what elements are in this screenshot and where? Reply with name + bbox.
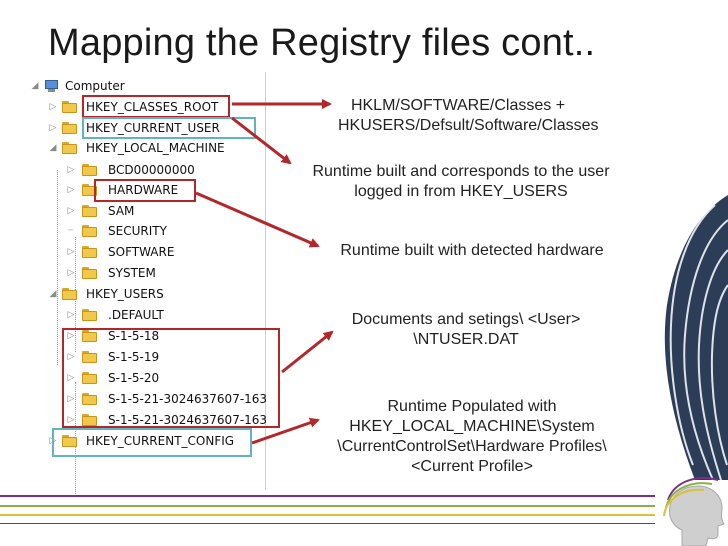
footer-stripe-purple-2 — [0, 523, 655, 524]
tree-node-label: SYSTEM — [108, 266, 156, 280]
arrow-hardware — [195, 191, 320, 248]
tree-node-label: S-1-5-18 — [108, 329, 160, 343]
expand-arrow-icon[interactable]: ▷ — [67, 206, 75, 216]
computer-icon — [44, 80, 60, 92]
annotation-line: Runtime built and corresponds to the use… — [312, 163, 610, 180]
annotation-line: Documents and setings\ <User> — [351, 311, 581, 328]
registry-tree-panel: ◢ Computer ▷ HKEY_CLASSES_ROOT ▷ HKEY_CU… — [0, 72, 268, 494]
folder-icon — [82, 372, 97, 384]
folder-icon — [82, 246, 97, 258]
expand-arrow-icon[interactable]: ▷ — [67, 415, 75, 425]
expand-arrow-icon[interactable]: ▷ — [67, 331, 75, 341]
annotation-line: logged in from HKEY_USERS — [354, 183, 568, 200]
tree-node-label: .DEFAULT — [108, 308, 164, 322]
folder-icon — [82, 351, 97, 363]
fingerprint-decoration — [664, 195, 728, 480]
annotation-line: \NTUSER.DAT — [413, 331, 519, 348]
expand-arrow-icon[interactable]: ▷ — [67, 165, 75, 175]
folder-icon — [82, 164, 97, 176]
expand-arrow-icon[interactable]: ▷ — [67, 185, 75, 195]
folder-icon — [82, 309, 97, 321]
folder-open-icon — [62, 288, 77, 300]
tree-node-label: HKEY_CURRENT_CONFIG — [86, 434, 235, 448]
expand-arrow-icon[interactable]: ▷ — [67, 373, 75, 383]
annotation-line: Runtime built with detected hardware — [340, 242, 604, 259]
folder-icon — [82, 414, 97, 426]
annotation-line: <Current Profile> — [411, 458, 533, 475]
annotation-line: \CurrentControlSet\Hardware Profiles\ — [337, 438, 607, 455]
highlight-box-hardware — [94, 179, 196, 202]
annotation-current-user: Runtime built and corresponds to the use… — [296, 162, 626, 202]
folder-icon — [62, 101, 77, 113]
tree-line — [57, 170, 58, 365]
expand-arrow-icon[interactable]: ▷ — [67, 352, 75, 362]
folder-icon — [82, 267, 97, 279]
annotation-users: Documents and setings\ <User> \NTUSER.DA… — [336, 310, 596, 350]
collapse-arrow-icon[interactable]: ◢ — [31, 81, 39, 91]
expand-arrow-icon[interactable]: ▷ — [67, 394, 75, 404]
expand-arrow-icon[interactable]: ▷ — [49, 123, 57, 133]
footer-stripe-yellow — [0, 514, 655, 516]
folder-icon — [82, 225, 97, 237]
annotation-hardware: Runtime built with detected hardware — [322, 241, 622, 261]
tree-node-label: SOFTWARE — [108, 245, 175, 259]
tree-node-label: SECURITY — [108, 224, 167, 238]
tree-node-label: S-1-5-20 — [108, 371, 160, 385]
expand-arrow-icon[interactable]: ▷ — [67, 268, 75, 278]
arrow-users — [281, 330, 334, 374]
highlight-box-current-config — [52, 428, 252, 457]
annotation-current-config: Runtime Populated with HKEY_LOCAL_MACHIN… — [312, 397, 632, 477]
annotation-line: HKEY_LOCAL_MACHINE\System — [349, 418, 595, 435]
tree-node-label: Computer — [65, 79, 125, 93]
highlight-box-current-user — [82, 117, 256, 139]
annotation-classes-root: HKLM/SOFTWARE/Classes + HKUSERS/Defsult/… — [338, 96, 599, 136]
annotation-line: HKUSERS/Defsult/Software/Classes — [338, 117, 599, 134]
annotation-line: Runtime Populated with — [387, 398, 557, 415]
tree-node-label: HKEY_LOCAL_MACHINE — [86, 141, 225, 155]
folder-icon — [82, 393, 97, 405]
highlight-box-user-sids — [62, 328, 280, 428]
arrow-current-config — [251, 417, 320, 445]
tree-node-label: HKEY_CURRENT_USER — [86, 121, 220, 135]
expand-arrow-icon[interactable]: ▷ — [67, 310, 75, 320]
collapse-arrow-icon[interactable]: ◢ — [49, 289, 57, 299]
tree-node-label: HKEY_USERS — [86, 287, 164, 301]
arrow-current-user — [231, 116, 292, 165]
tree-node-label: HKEY_CLASSES_ROOT — [86, 100, 219, 114]
expand-arrow-icon[interactable]: ▷ — [49, 102, 57, 112]
expand-arrow-icon[interactable]: ▷ — [67, 247, 75, 257]
tree-node-label: SAM — [108, 204, 135, 218]
footer-stripe-purple — [0, 495, 655, 497]
tree-node-label: HARDWARE — [108, 183, 179, 197]
folder-open-icon — [62, 142, 77, 154]
tree-connector: ┈ — [68, 226, 74, 236]
footer-stripe-green — [0, 505, 655, 507]
folder-icon — [82, 330, 97, 342]
folder-icon — [82, 205, 97, 217]
folder-icon — [82, 184, 97, 196]
tree-node-label: S-1-5-21-3024637607-163 — [108, 392, 268, 406]
slide-title: Mapping the Registry files cont.. — [48, 22, 596, 64]
tree-node-label: S-1-5-19 — [108, 350, 160, 364]
folder-icon — [62, 122, 77, 134]
head-logo-icon — [663, 477, 725, 546]
tree-node-label: BCD00000000 — [108, 163, 195, 177]
collapse-arrow-icon[interactable]: ◢ — [49, 143, 57, 153]
annotation-line: HKLM/SOFTWARE/Classes + — [350, 97, 566, 114]
folder-icon — [62, 435, 77, 447]
tree-node-label: S-1-5-21-3024637607-163 — [108, 413, 268, 427]
